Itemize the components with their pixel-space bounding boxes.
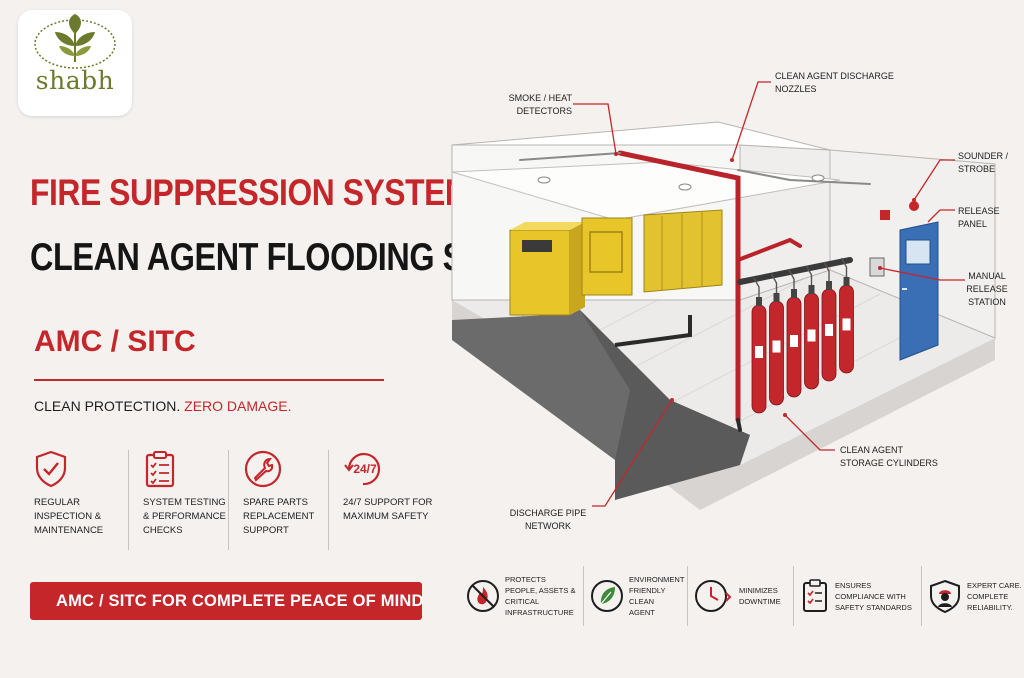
cabinet-rack: [643, 209, 723, 293]
tagline-plain: CLEAN PROTECTION.: [34, 398, 185, 414]
subfloor-void-shadow: [580, 310, 750, 500]
cta-banner: AMC / SITC FOR COMPLETE PEACE OF MIND: [30, 582, 424, 620]
cylinder-label: [807, 329, 816, 342]
service-item: SYSTEM TESTING & PERFORMANCE CHECKS: [128, 450, 228, 550]
cylinder-valve: [791, 289, 797, 298]
system-diagram: [451, 81, 996, 510]
service-type-heading: AMC / SITC: [34, 325, 196, 358]
cylinder-label: [772, 340, 781, 353]
service-label: 24/7 SUPPORT FOR MAXIMUM SAFETY: [343, 497, 433, 522]
no-fire-icon: [467, 580, 499, 612]
clock-icon: [695, 580, 732, 612]
cabinet-top: [510, 222, 585, 230]
cabinet: [581, 217, 633, 296]
cylinder-hose: [805, 265, 813, 285]
cylinder-bank: [751, 257, 854, 414]
callout-nozzles: CLEAN AGENT DISCHARGE NOZZLES: [775, 71, 894, 94]
benefit-item: EXPERT CARE. COMPLETE RELIABILITY.: [921, 566, 1024, 626]
engineer-shield-icon: [930, 579, 960, 613]
cylinder-valve: [843, 277, 850, 286]
subfloor-pipe: [614, 315, 692, 347]
leaf-icon: [591, 580, 623, 612]
sounder-strobe: [909, 201, 919, 211]
cylinder-hose: [753, 277, 760, 297]
release-control-box: [869, 257, 885, 277]
heading-divider: [34, 379, 384, 381]
callout-sounder: SOUNDER / STROBE: [958, 151, 1009, 174]
service-item: REGULAR INSPECTION & MAINTENANCE: [28, 450, 128, 550]
logo-wordmark: shabh: [35, 66, 115, 95]
cylinder-label: [842, 318, 851, 331]
detectors: [537, 174, 825, 191]
door-window: [905, 239, 931, 265]
ceiling-pipes: [519, 150, 871, 432]
service-item: 24/7 24/7 SUPPORT FOR MAXIMUM SAFETY: [328, 450, 432, 550]
cylinder-hose: [823, 261, 830, 281]
page-title: FIRE SUPPRESSION SYSTEM: [30, 172, 471, 213]
benefit-item: MINIMIZES DOWNTIME: [687, 566, 793, 626]
tagline: CLEAN PROTECTION. ZERO DAMAGE.: [34, 398, 292, 414]
service-item: SPARE PARTS REPLACEMENT SUPPORT: [228, 450, 328, 550]
callout-pipe-network: DISCHARGE PIPE NETWORK: [509, 508, 587, 531]
callout-manual-release: MANUAL RELEASE STATION: [966, 271, 1008, 307]
cabinet-display: [522, 240, 552, 252]
service-label: SYSTEM TESTING & PERFORMANCE CHECKS: [143, 497, 226, 536]
benefit-item: ENVIRONMENT FRIENDLY CLEAN AGENT: [583, 566, 687, 626]
cabinet-side: [570, 222, 585, 315]
benefit-label: EXPERT CARE. COMPLETE RELIABILITY.: [967, 580, 1022, 612]
storage-cylinder: [769, 300, 784, 406]
manifold-pipe: [737, 257, 853, 285]
ceiling: [451, 161, 841, 221]
callout-cylinders: CLEAN AGENT STORAGE CYLINDERS: [840, 445, 938, 468]
leader-dots: [614, 152, 916, 417]
cylinder-hose: [770, 273, 778, 293]
cylinder-label: [790, 335, 798, 347]
benefits-row: PROTECTS PEOPLE, ASSETS & CRITICAL INFRA…: [460, 566, 1022, 626]
cylinder-valve: [808, 285, 815, 294]
banner-text: AMC / SITC FOR COMPLETE PEACE OF MIND: [56, 591, 424, 610]
service-label: REGULAR INSPECTION & MAINTENANCE: [34, 497, 104, 536]
cylinder-label: [755, 346, 763, 359]
benefit-item: ENSURES COMPLIANCE WITH SAFETY STANDARDS: [793, 566, 921, 626]
benefit-label: PROTECTS PEOPLE, ASSETS & CRITICAL INFRA…: [505, 575, 576, 617]
shield-check-icon: [35, 450, 67, 488]
benefit-label: ENVIRONMENT FRIENDLY CLEAN AGENT: [629, 575, 685, 617]
brand-logo: shabh: [18, 10, 132, 116]
page-subtitle: CLEAN AGENT FLOODING SYSTEM: [30, 236, 574, 279]
alarm-device: [880, 210, 890, 220]
benefit-label: ENSURES COMPLIANCE WITH SAFETY STANDARDS: [835, 580, 912, 612]
cylinder-label: [825, 323, 833, 336]
support-badge-text: 24/7: [353, 462, 377, 476]
cylinder-valve: [756, 297, 762, 306]
cabinet-panel: [589, 231, 623, 273]
leaf-emblem-icon: [34, 14, 116, 69]
cylinder-valve: [773, 293, 780, 302]
clipboard-checklist-icon: [145, 451, 175, 488]
cylinder-valve: [826, 281, 832, 290]
cylinder-hose: [840, 257, 848, 277]
callout-detectors: SMOKE / HEAT DETECTORS: [508, 93, 572, 116]
compliance-clipboard-icon: [803, 579, 827, 612]
storage-cylinder: [751, 304, 767, 414]
support-24-7-icon: 24/7: [344, 452, 381, 486]
wrench-icon: [244, 450, 282, 488]
leader-lines: [573, 81, 965, 507]
callout-release-panel: RELEASE PANEL: [958, 206, 1000, 229]
benefit-label: MINIMIZES DOWNTIME: [739, 586, 781, 606]
benefit-item: PROTECTS PEOPLE, ASSETS & CRITICAL INFRA…: [460, 566, 583, 626]
door-handle: [902, 288, 907, 290]
services-row: REGULAR INSPECTION & MAINTENANCE SYSTEM …: [28, 450, 432, 550]
rack-lines: [661, 212, 703, 290]
tagline-highlight: ZERO DAMAGE.: [184, 398, 292, 414]
cylinder-hose: [788, 269, 795, 289]
service-label: SPARE PARTS REPLACEMENT SUPPORT: [243, 497, 315, 536]
